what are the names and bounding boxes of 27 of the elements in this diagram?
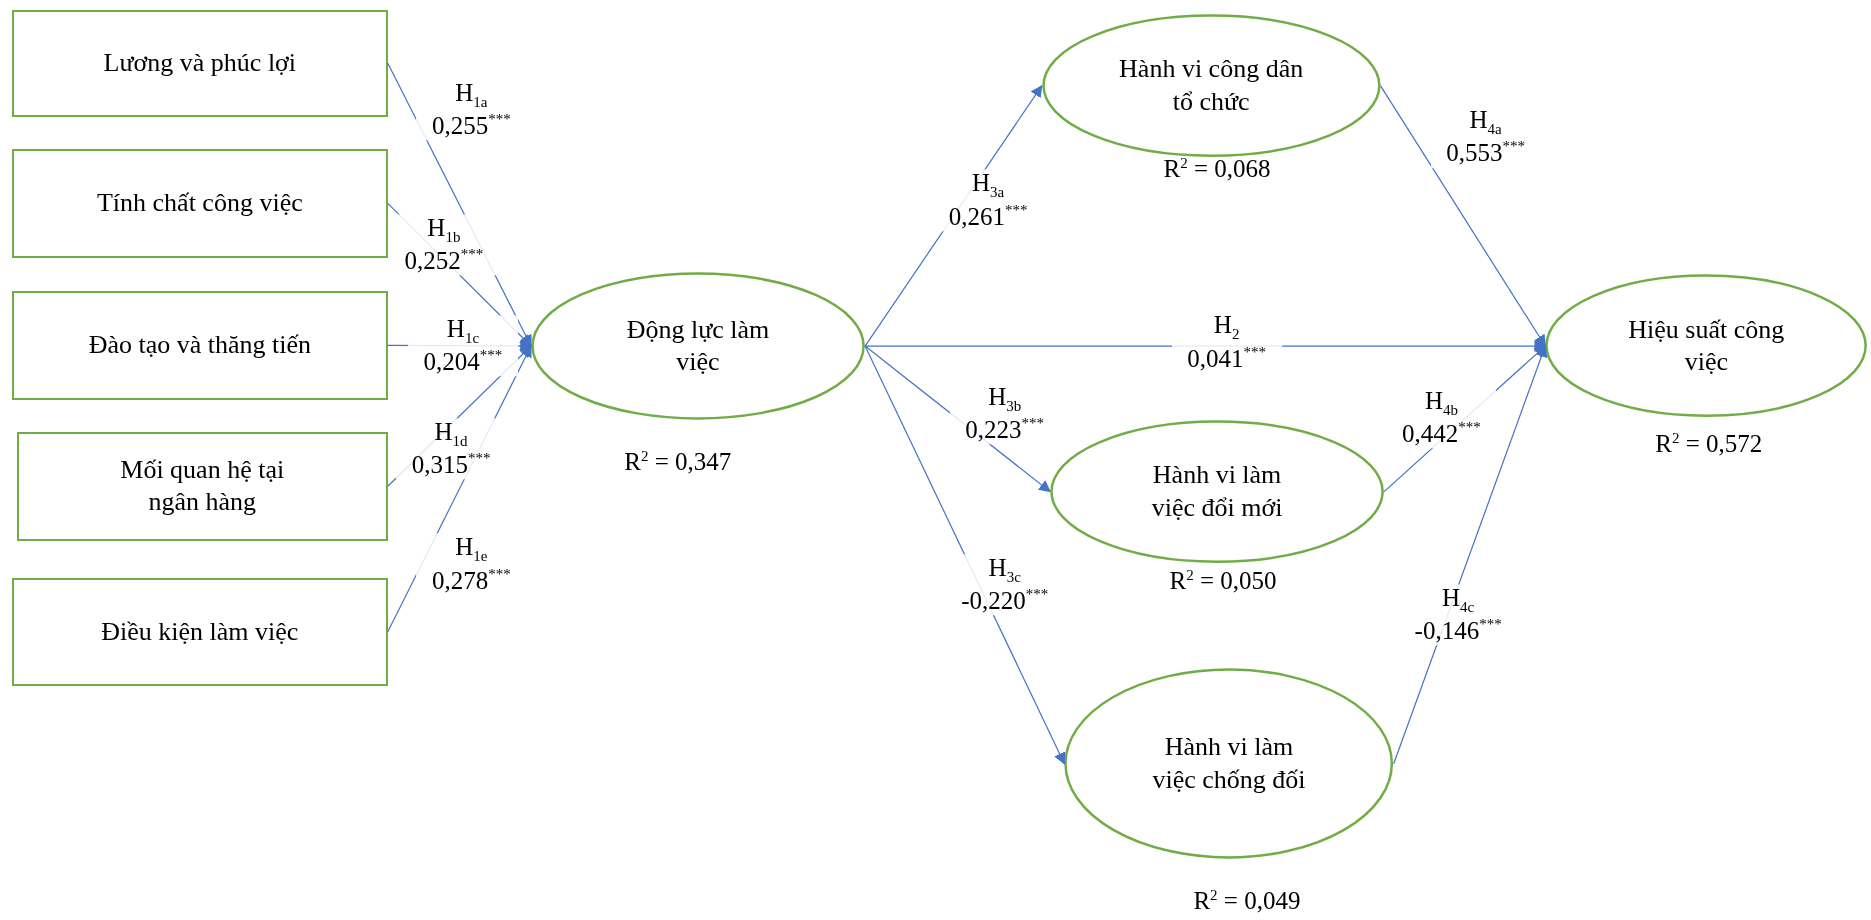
- node-label: Mối quan hệ tại ngân hàng: [119, 453, 286, 519]
- node-label: Hiệu suất công việc: [1627, 313, 1786, 379]
- edge-label: H$_{1c}$ 0,204$^{***}$: [407, 315, 518, 377]
- factor-box: [11, 577, 388, 687]
- construct-ellipse: [1064, 668, 1394, 860]
- node-label: Hành vi công dân tổ chức: [1118, 53, 1305, 118]
- node-label: Động lực làm việc: [625, 313, 771, 378]
- r-squared-label: R$^{2}$ = 0,347: [624, 447, 732, 476]
- r-squared-label: R$^{2}$ = 0,068: [1163, 155, 1271, 184]
- factor-box: [11, 291, 388, 400]
- node-label: Hành vi làm việc đổi mới: [1150, 459, 1284, 524]
- r-squared-label: R$^{2}$ = 0,572: [1655, 429, 1763, 459]
- construct-ellipse: [1545, 274, 1868, 418]
- node-label: Tính chất công việc: [95, 187, 304, 220]
- node-label: Điều kiện làm việc: [100, 615, 300, 648]
- construct-ellipse: [531, 272, 866, 420]
- factor-box: [11, 9, 388, 117]
- node-label: Đào tạo và thăng tiến: [87, 329, 313, 362]
- factor-box: [16, 431, 388, 541]
- node-label: Hành vi làm việc chống đối: [1151, 731, 1307, 796]
- node-label: Lương và phúc lợi: [102, 46, 298, 79]
- r-squared-label: R$^{2}$ = 0,050: [1169, 566, 1277, 596]
- factor-box: [11, 149, 388, 258]
- arrow: [1380, 85, 1546, 348]
- r-squared-label: R$^{2}$ = 0,049: [1193, 886, 1301, 916]
- construct-ellipse: [1041, 14, 1381, 158]
- construct-ellipse: [1050, 420, 1385, 564]
